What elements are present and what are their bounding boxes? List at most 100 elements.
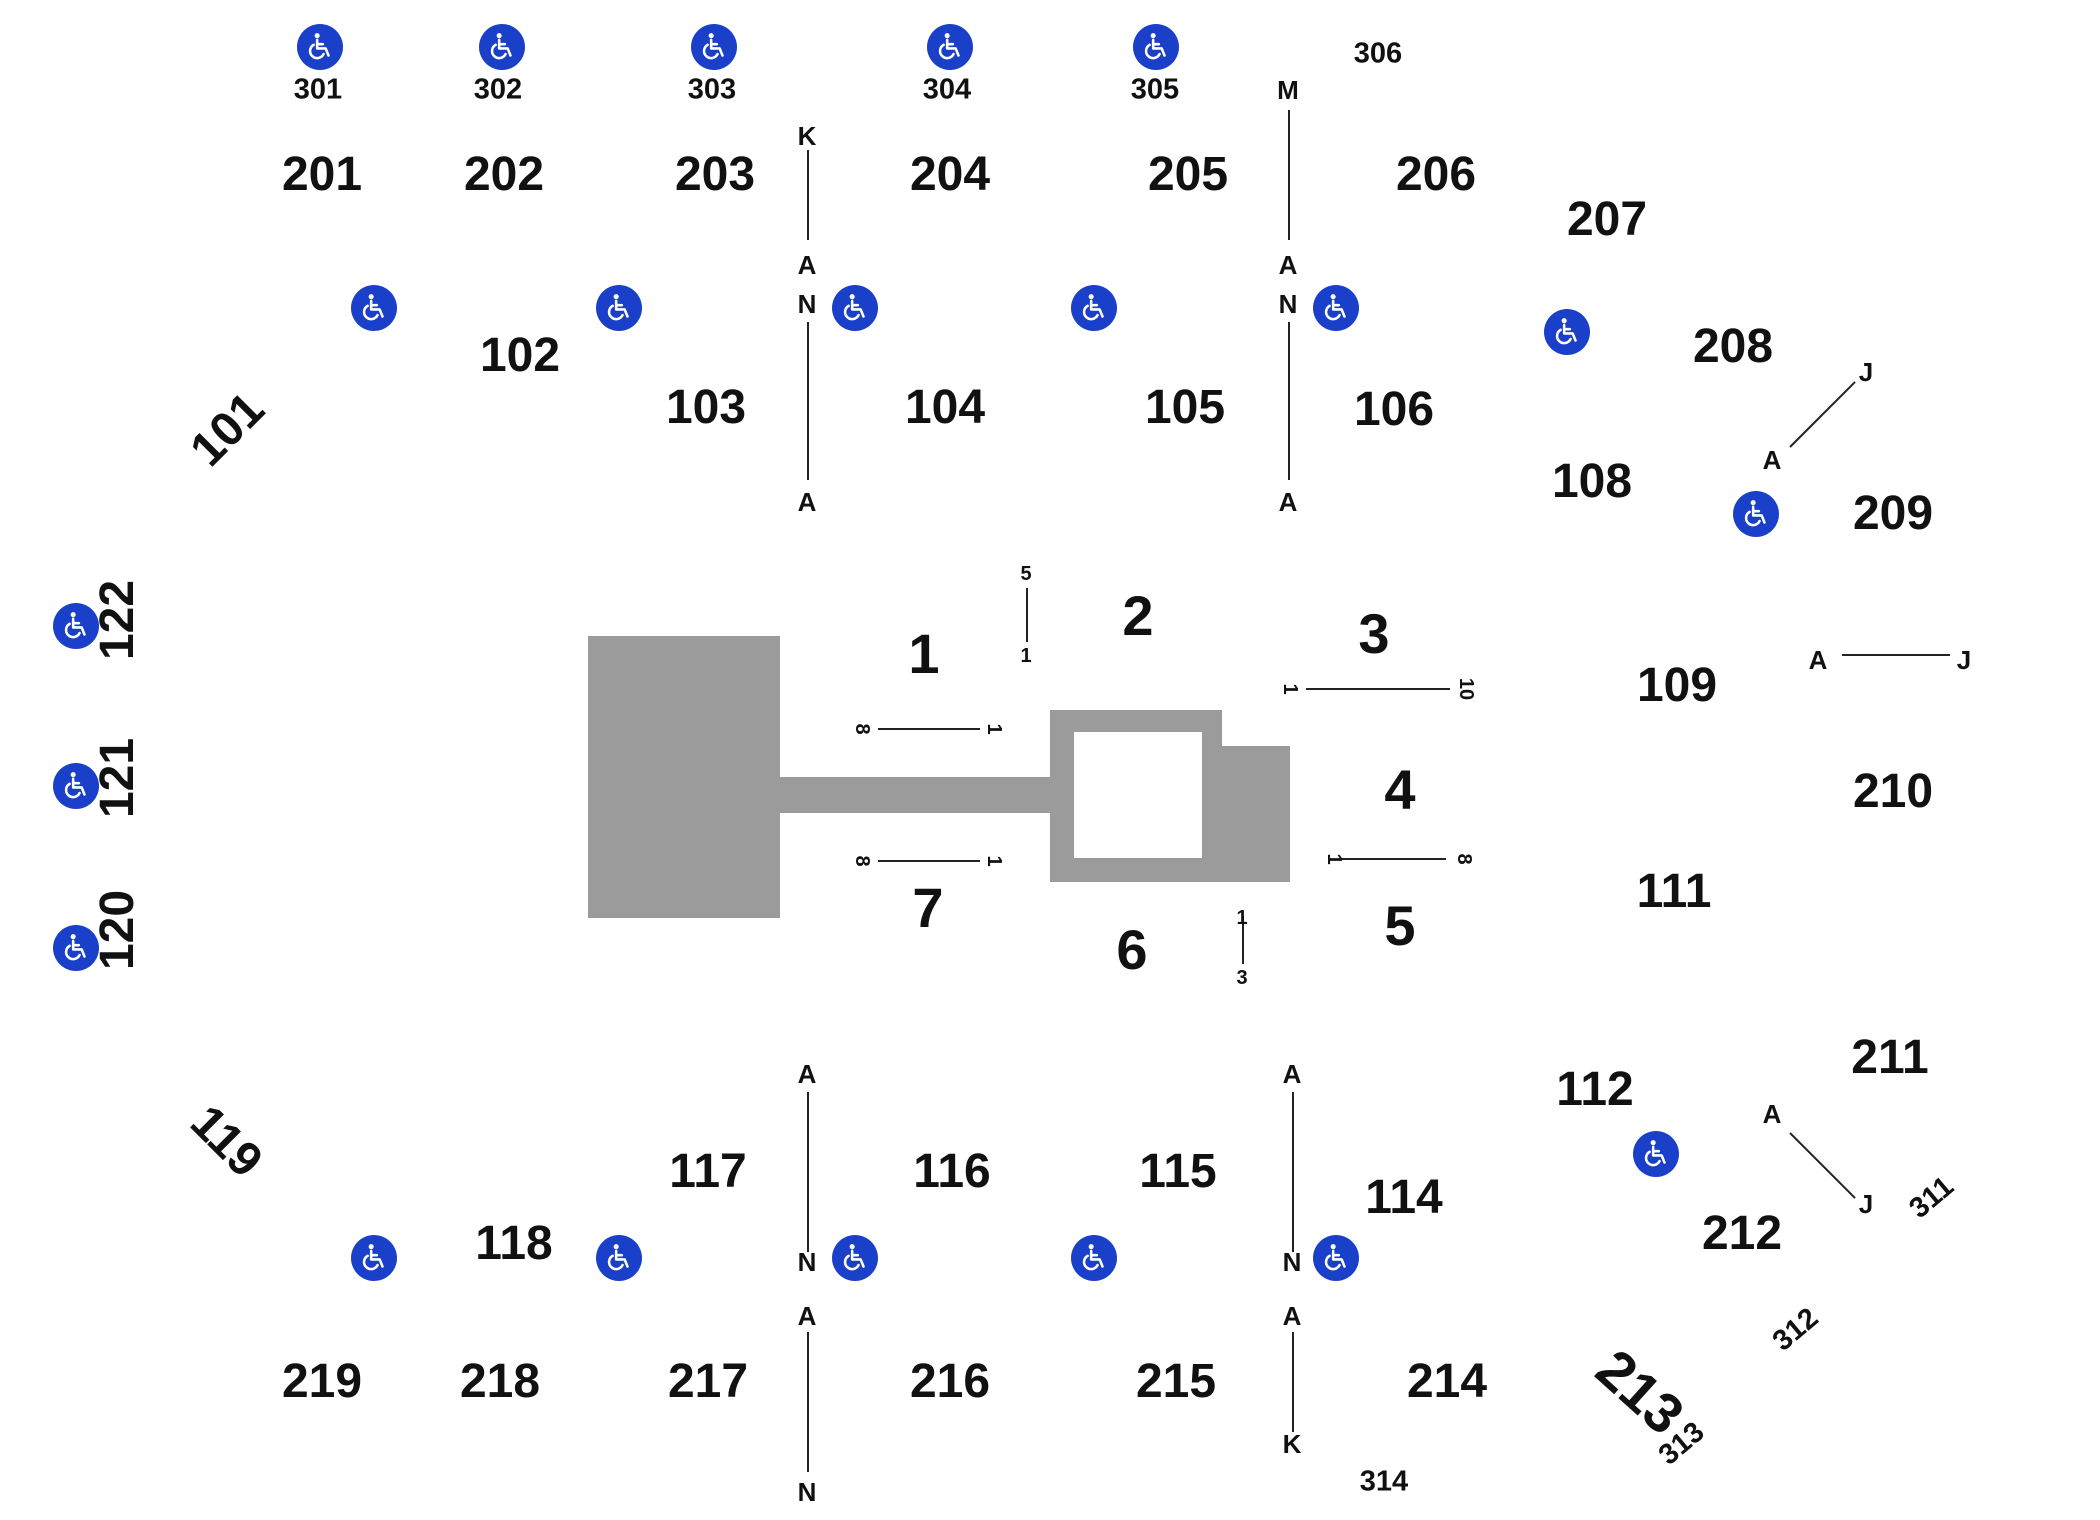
section-202[interactable]: 202: [463, 148, 545, 201]
aisle-line: [1288, 322, 1290, 480]
row-label: A: [1278, 487, 1298, 517]
section-305[interactable]: 305: [1130, 73, 1180, 106]
floor-section-1[interactable]: 1: [908, 622, 940, 685]
section-115[interactable]: 115: [1139, 1145, 1217, 1198]
section-217[interactable]: 217: [667, 1355, 749, 1408]
section-210[interactable]: 210: [1852, 765, 1934, 818]
section-122[interactable]: 122: [91, 579, 144, 661]
wheelchair-accessible-icon[interactable]: [297, 24, 343, 70]
section-109[interactable]: 109: [1636, 659, 1718, 712]
section-204[interactable]: 204: [909, 148, 991, 201]
row-label: A: [1762, 1099, 1782, 1129]
section-212[interactable]: 212: [1701, 1207, 1783, 1260]
wheelchair-accessible-icon[interactable]: [832, 1235, 878, 1281]
row-label: A: [1808, 645, 1828, 675]
floor-section-3[interactable]: 3: [1358, 602, 1390, 665]
floor-section-7[interactable]: 7: [912, 876, 944, 939]
section-205[interactable]: 205: [1147, 148, 1229, 201]
section-209[interactable]: 209: [1852, 487, 1934, 540]
wheelchair-accessible-icon[interactable]: [53, 925, 99, 971]
stage-platform-ext: [1220, 746, 1290, 882]
section-119[interactable]: 119: [180, 1095, 273, 1188]
section-106[interactable]: 106: [1353, 383, 1435, 436]
section-218[interactable]: 218: [459, 1355, 541, 1408]
seat-line: [878, 728, 980, 730]
section-120[interactable]: 120: [91, 889, 144, 971]
section-201[interactable]: 201: [281, 148, 363, 201]
seat-label: 1: [1279, 683, 1301, 695]
row-label: N: [797, 1247, 817, 1277]
floor-section-4[interactable]: 4: [1384, 758, 1416, 821]
seat-label: 1: [983, 855, 1005, 867]
section-208[interactable]: 208: [1692, 320, 1774, 373]
row-label: N: [1282, 1247, 1302, 1277]
row-label: A: [1282, 1301, 1302, 1331]
wheelchair-accessible-icon[interactable]: [1071, 285, 1117, 331]
section-102[interactable]: 102: [479, 329, 561, 382]
section-112[interactable]: 112: [1556, 1063, 1634, 1116]
section-306[interactable]: 306: [1353, 37, 1403, 70]
row-label: J: [1858, 1189, 1874, 1219]
row-label: N: [1278, 289, 1298, 319]
floor-section-6[interactable]: 6: [1116, 918, 1148, 981]
aisle-line: [1288, 110, 1290, 240]
section-214[interactable]: 214: [1406, 1355, 1488, 1408]
seat-label: 1: [1323, 853, 1345, 865]
section-301[interactable]: 301: [293, 73, 343, 106]
seat-label: 8: [851, 855, 873, 867]
wheelchair-accessible-icon[interactable]: [596, 285, 642, 331]
section-302[interactable]: 302: [473, 73, 523, 106]
section-303[interactable]: 303: [687, 73, 737, 106]
wheelchair-accessible-icon[interactable]: [1544, 309, 1590, 355]
row-label: J: [1956, 645, 1972, 675]
floor-section-2[interactable]: 2: [1122, 584, 1154, 647]
section-203[interactable]: 203: [674, 148, 756, 201]
row-label: A: [797, 1059, 817, 1089]
section-111[interactable]: 111: [1636, 865, 1712, 918]
aisle-line: [1789, 381, 1856, 448]
wheelchair-accessible-icon[interactable]: [1733, 491, 1779, 537]
wheelchair-accessible-icon[interactable]: [691, 24, 737, 70]
section-312[interactable]: 312: [1766, 1301, 1825, 1358]
wheelchair-accessible-icon[interactable]: [479, 24, 525, 70]
section-105[interactable]: 105: [1144, 381, 1226, 434]
wheelchair-accessible-icon[interactable]: [53, 763, 99, 809]
section-103[interactable]: 103: [665, 381, 747, 434]
aisle-line: [1842, 654, 1950, 656]
section-114[interactable]: 114: [1365, 1171, 1443, 1224]
section-304[interactable]: 304: [922, 73, 972, 106]
section-108[interactable]: 108: [1551, 455, 1633, 508]
section-311[interactable]: 311: [1903, 1170, 1960, 1225]
wheelchair-accessible-icon[interactable]: [53, 603, 99, 649]
section-314[interactable]: 314: [1359, 1465, 1409, 1498]
section-216[interactable]: 216: [909, 1355, 991, 1408]
section-101[interactable]: 101: [180, 382, 275, 477]
section-116[interactable]: 116: [913, 1145, 991, 1198]
row-label: K: [1282, 1429, 1302, 1459]
section-211[interactable]: 211: [1851, 1031, 1929, 1084]
section-117[interactable]: 117: [669, 1145, 747, 1198]
section-121[interactable]: 121: [91, 737, 144, 819]
row-label: J: [1858, 357, 1874, 387]
seat-label: 10: [1455, 677, 1477, 701]
section-118[interactable]: 118: [475, 1217, 553, 1270]
section-207[interactable]: 207: [1566, 193, 1648, 246]
section-104[interactable]: 104: [904, 381, 986, 434]
wheelchair-accessible-icon[interactable]: [832, 285, 878, 331]
wheelchair-accessible-icon[interactable]: [1313, 285, 1359, 331]
floor-section-5[interactable]: 5: [1384, 894, 1416, 957]
section-219[interactable]: 219: [281, 1355, 363, 1408]
wheelchair-accessible-icon[interactable]: [1133, 24, 1179, 70]
section-215[interactable]: 215: [1135, 1355, 1217, 1408]
wheelchair-accessible-icon[interactable]: [351, 285, 397, 331]
wheelchair-accessible-icon[interactable]: [1071, 1235, 1117, 1281]
wheelchair-accessible-icon[interactable]: [1633, 1131, 1679, 1177]
wheelchair-accessible-icon[interactable]: [1313, 1235, 1359, 1281]
wheelchair-accessible-icon[interactable]: [596, 1235, 642, 1281]
wheelchair-accessible-icon[interactable]: [351, 1235, 397, 1281]
section-206[interactable]: 206: [1395, 148, 1477, 201]
seat-line: [1340, 858, 1446, 860]
wheelchair-accessible-icon[interactable]: [927, 24, 973, 70]
row-label: K: [797, 121, 817, 151]
